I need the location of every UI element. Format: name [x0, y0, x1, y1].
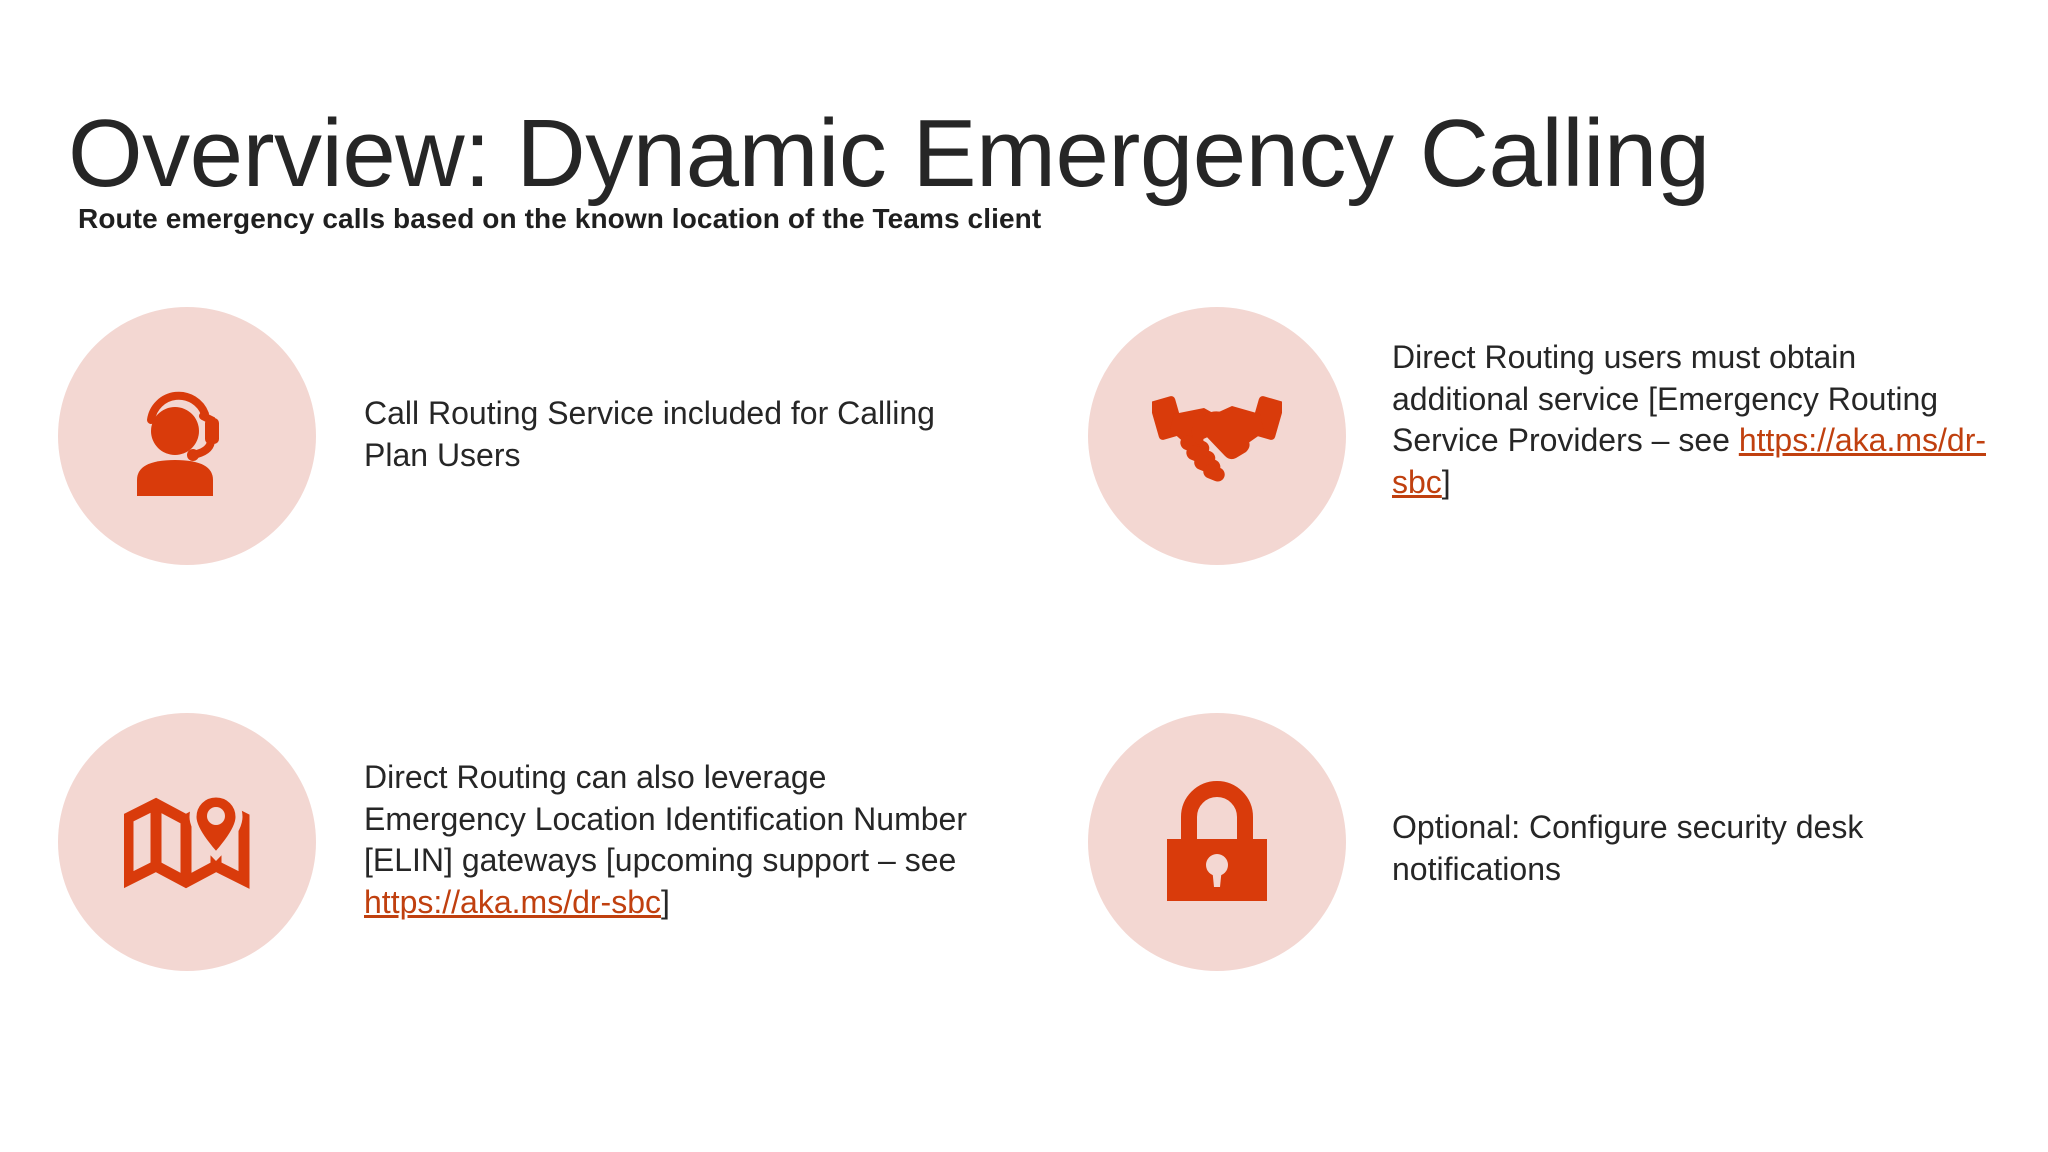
card-text-tail: ]: [1441, 463, 1451, 500]
icon-badge: [1088, 307, 1346, 565]
link-dr-sbc[interactable]: https://aka.ms/dr-sbc: [364, 883, 661, 920]
card-text-main: Direct Routing can also leverage Emergen…: [364, 759, 967, 879]
card-text-main: Call Routing Service included for Callin…: [364, 395, 935, 473]
card-text-tail: ]: [660, 883, 670, 920]
padlock-icon: [1161, 781, 1273, 903]
map-pin-icon: [124, 790, 250, 894]
card-direct-routing-providers: Direct Routing users must obtain additio…: [1088, 307, 1988, 565]
icon-badge: [58, 713, 316, 971]
page-title: Overview: Dynamic Emergency Calling: [68, 100, 1710, 208]
card-text: Direct Routing users must obtain additio…: [1346, 307, 1988, 503]
card-call-routing-service: Call Routing Service included for Callin…: [58, 307, 978, 565]
handshake-icon: [1152, 384, 1282, 488]
card-text: Direct Routing can also leverage Emergen…: [316, 713, 978, 923]
page-subtitle: Route emergency calls based on the known…: [78, 203, 1042, 234]
card-elin-gateways: Direct Routing can also leverage Emergen…: [58, 713, 978, 971]
card-text: Optional: Configure security desk notifi…: [1346, 713, 1988, 890]
card-text-main: Direct Routing users must obtain additio…: [1392, 339, 1939, 459]
icon-badge: [1088, 713, 1346, 971]
card-text-main: Optional: Configure security desk notifi…: [1392, 809, 1864, 887]
card-text: Call Routing Service included for Callin…: [316, 307, 978, 476]
headset-agent-icon: [127, 376, 247, 496]
link-dr-sbc[interactable]: https://aka.ms/dr-sbc: [1392, 422, 1986, 500]
card-security-desk-notifications: Optional: Configure security desk notifi…: [1088, 713, 1988, 971]
icon-badge: [58, 307, 316, 565]
